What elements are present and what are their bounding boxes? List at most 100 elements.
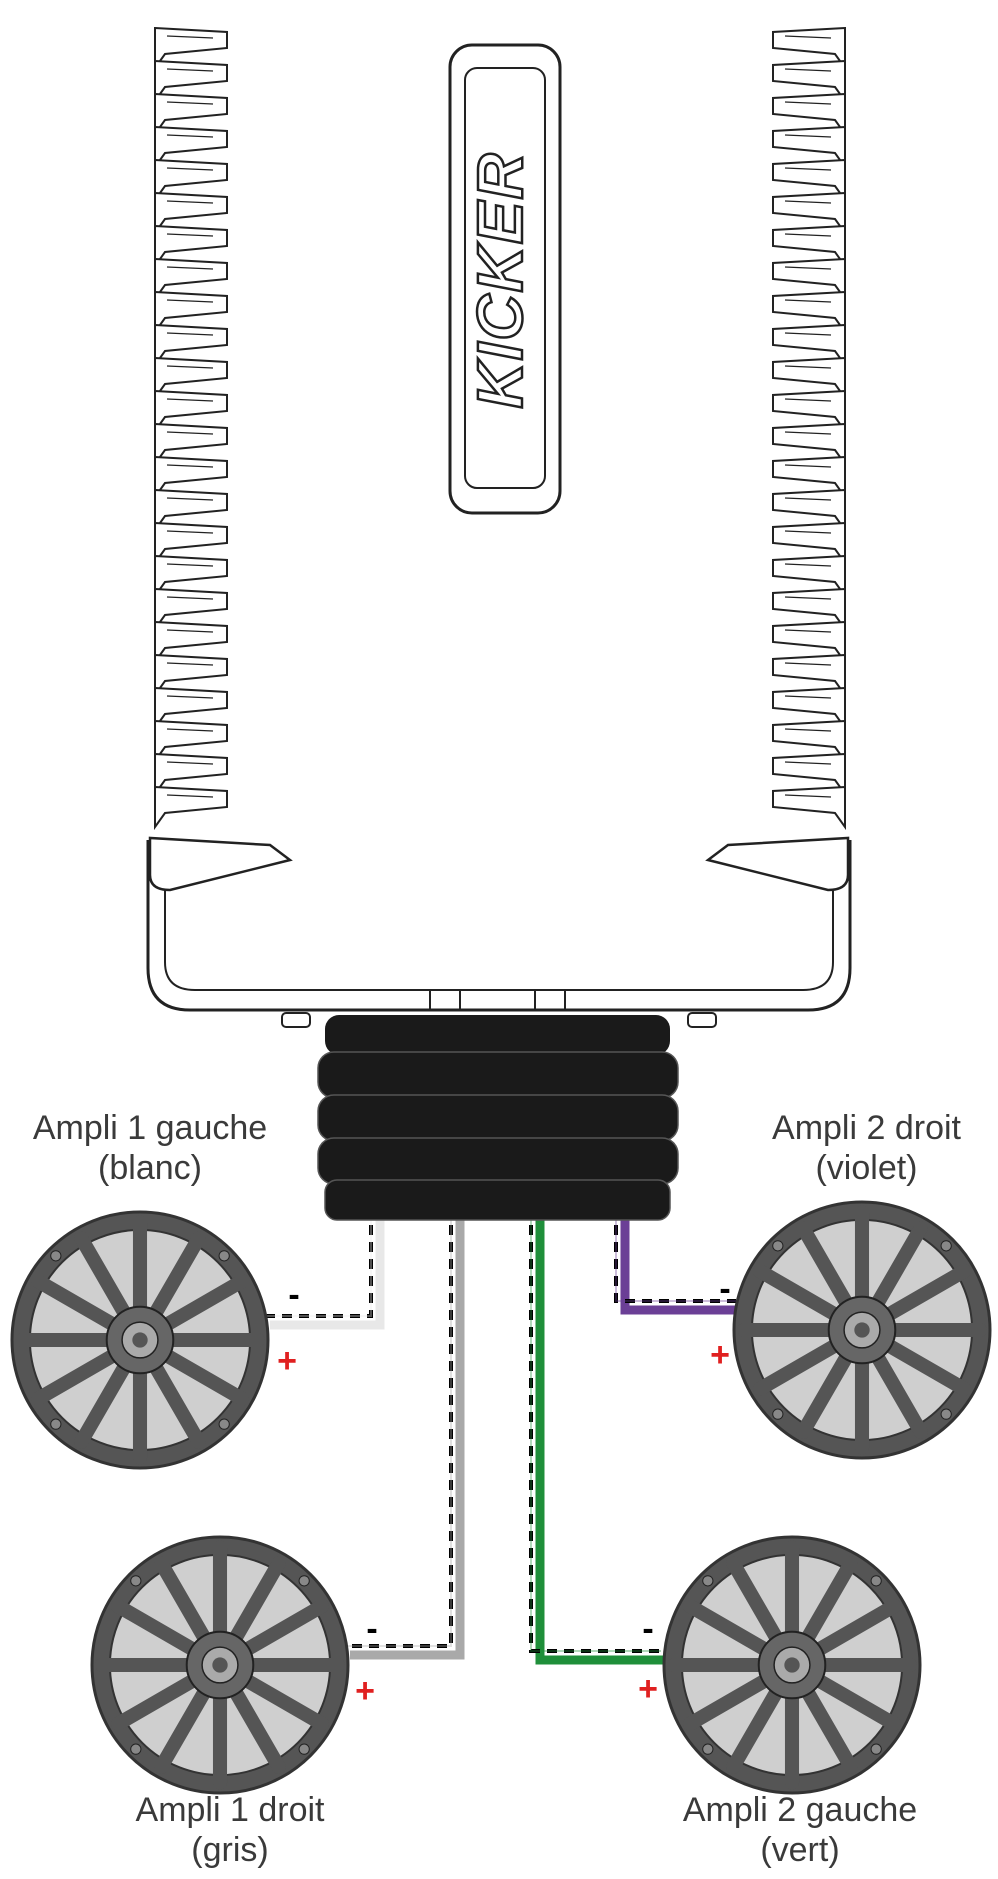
terminal-positive: + bbox=[710, 1336, 730, 1374]
channel-label-front-left: Ampli 1 gauche (blanc) bbox=[0, 1108, 300, 1188]
speaker-center bbox=[212, 1657, 228, 1673]
heatsink-fin-line bbox=[166, 233, 214, 237]
wire-negative bbox=[614, 1191, 736, 1303]
plug-rib bbox=[317, 1137, 679, 1185]
speaker-grille-spoke bbox=[155, 1345, 250, 1406]
heatsink-fin-line bbox=[166, 761, 214, 765]
heatsink-fin-line bbox=[784, 365, 832, 369]
speaker-grille-spoke bbox=[74, 1230, 135, 1325]
wire-negative bbox=[529, 1191, 661, 1653]
heatsink-fin bbox=[154, 785, 228, 831]
speaker bbox=[90, 1535, 350, 1795]
heatsink-fin-line bbox=[166, 497, 214, 501]
channel-color: (vert) bbox=[760, 1831, 840, 1869]
heatsink-fin-line bbox=[166, 431, 214, 435]
speaker-mount-hole bbox=[870, 1575, 882, 1587]
heatsink-fin-line bbox=[784, 233, 832, 237]
channel-name: Ampli 1 droit bbox=[135, 1791, 325, 1829]
speaker-mount-hole bbox=[130, 1575, 142, 1587]
terminal-positive: + bbox=[277, 1342, 297, 1380]
heatsink-fin-line bbox=[784, 266, 832, 270]
heatsink-fin-line bbox=[166, 266, 214, 270]
heatsink-fin-line bbox=[784, 68, 832, 72]
heatsink-fin-line bbox=[784, 497, 832, 501]
heatsink-fin-line bbox=[166, 134, 214, 138]
speaker-grille-spoke bbox=[796, 1345, 857, 1440]
heatsink-fin-line bbox=[166, 299, 214, 303]
speaker-mount-hole bbox=[218, 1418, 230, 1430]
speaker-grille-spoke bbox=[155, 1274, 250, 1335]
speaker-center bbox=[784, 1657, 800, 1673]
terminal-negative: - bbox=[719, 1270, 730, 1308]
heatsink-fin-line bbox=[784, 794, 832, 798]
heatsink-fin-line bbox=[166, 200, 214, 204]
speaker-center bbox=[132, 1332, 148, 1348]
kicker-logo: KICKER bbox=[464, 151, 536, 408]
heatsink-fins-left bbox=[154, 26, 228, 831]
heatsink-fin-line bbox=[784, 761, 832, 765]
terminal-negative: - bbox=[642, 1610, 653, 1648]
channel-color: (violet) bbox=[815, 1149, 918, 1187]
heatsink-fin-line bbox=[166, 398, 214, 402]
heatsink-fin-line bbox=[166, 794, 214, 798]
heatsink-fin-line bbox=[784, 530, 832, 534]
wire-negative bbox=[341, 1191, 453, 1648]
channel-color: (gris) bbox=[191, 1831, 269, 1869]
speaker-grille-spoke bbox=[682, 1670, 777, 1731]
amplifier-body-outline bbox=[146, 840, 852, 1012]
speaker-mount-hole bbox=[940, 1408, 952, 1420]
heatsink-fin-line bbox=[784, 134, 832, 138]
heatsink-fin-line bbox=[784, 431, 832, 435]
heatsink-foot-left bbox=[148, 836, 293, 892]
speaker-grille-spoke bbox=[752, 1264, 847, 1325]
wire-positive bbox=[620, 1200, 745, 1315]
heatsink-fin-line bbox=[166, 464, 214, 468]
speaker-mount-hole bbox=[218, 1250, 230, 1262]
speaker-mount-hole bbox=[50, 1418, 62, 1430]
heatsink-fin-line bbox=[166, 563, 214, 567]
terminal-positive: + bbox=[638, 1670, 658, 1708]
speaker-mount-hole bbox=[772, 1408, 784, 1420]
heatsink-fin-line bbox=[784, 662, 832, 666]
speaker bbox=[10, 1210, 270, 1470]
wire-positive bbox=[270, 1200, 385, 1330]
channel-color: (blanc) bbox=[98, 1149, 202, 1187]
speaker-grille-spoke bbox=[867, 1345, 928, 1440]
speaker-grille-spoke bbox=[726, 1680, 787, 1775]
speaker-grille-spoke bbox=[726, 1555, 787, 1650]
wire-positive bbox=[350, 1200, 465, 1660]
heatsink-foot-right bbox=[705, 836, 850, 892]
speaker-grille-spoke bbox=[154, 1555, 215, 1650]
channel-name: Ampli 1 gauche bbox=[32, 1109, 268, 1147]
wire-negative-tint bbox=[615, 1191, 736, 1302]
heatsink-fin-line bbox=[166, 695, 214, 699]
heatsink-fin-line bbox=[166, 629, 214, 633]
wire-negative bbox=[261, 1191, 373, 1318]
speaker-mount-hole bbox=[772, 1240, 784, 1252]
channel-label-rear-left: Ampli 1 droit (gris) bbox=[80, 1790, 380, 1870]
heatsink-fins-right bbox=[772, 26, 846, 831]
heatsink-fin-line bbox=[166, 728, 214, 732]
speaker-center bbox=[854, 1322, 870, 1338]
heatsink-fin-line bbox=[784, 695, 832, 699]
terminal-positive: + bbox=[355, 1672, 375, 1710]
heatsink-fin-line bbox=[166, 167, 214, 171]
heatsink-fin-line bbox=[166, 35, 214, 39]
speaker-grille-spoke bbox=[74, 1355, 135, 1450]
speaker bbox=[732, 1200, 992, 1460]
heatsink-fin-line bbox=[784, 167, 832, 171]
speaker-grille-spoke bbox=[877, 1335, 972, 1396]
speaker-grille-spoke bbox=[225, 1680, 286, 1775]
heatsink-fin-line bbox=[784, 728, 832, 732]
terminal-negative: - bbox=[366, 1610, 377, 1648]
plug-rib bbox=[317, 1094, 679, 1142]
speaker-grille-spoke bbox=[235, 1599, 330, 1660]
wire-negative-tint bbox=[341, 1191, 452, 1647]
heatsink-fin-line bbox=[166, 332, 214, 336]
heatsink-fin-line bbox=[784, 398, 832, 402]
speaker-grille-spoke bbox=[110, 1599, 205, 1660]
wire-positive bbox=[535, 1200, 670, 1665]
heatsink-fin bbox=[772, 785, 846, 831]
plug-rib bbox=[325, 1015, 670, 1055]
